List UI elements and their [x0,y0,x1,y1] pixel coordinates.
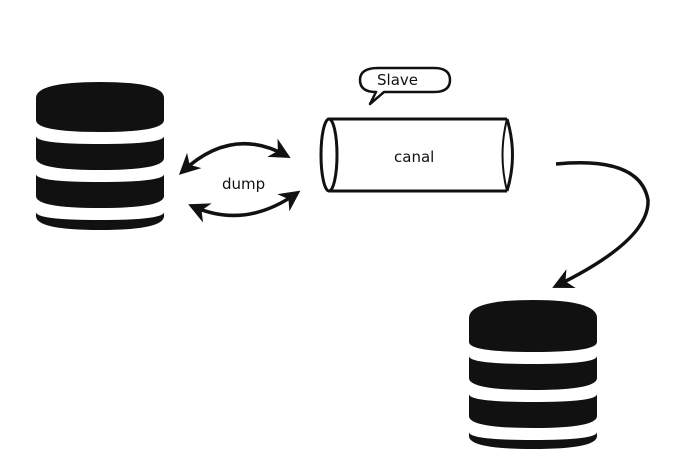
flow-arrow-icon [552,161,650,289]
target-database-icon [469,300,597,449]
dump-sync-arrows-icon [178,138,301,223]
slave-callout-icon [358,66,452,106]
source-database-icon [36,82,164,230]
canal-pipe-icon [319,117,514,193]
slave-label: Slave [377,71,418,89]
canal-label: canal [394,148,434,166]
dump-label: dump [222,175,265,193]
